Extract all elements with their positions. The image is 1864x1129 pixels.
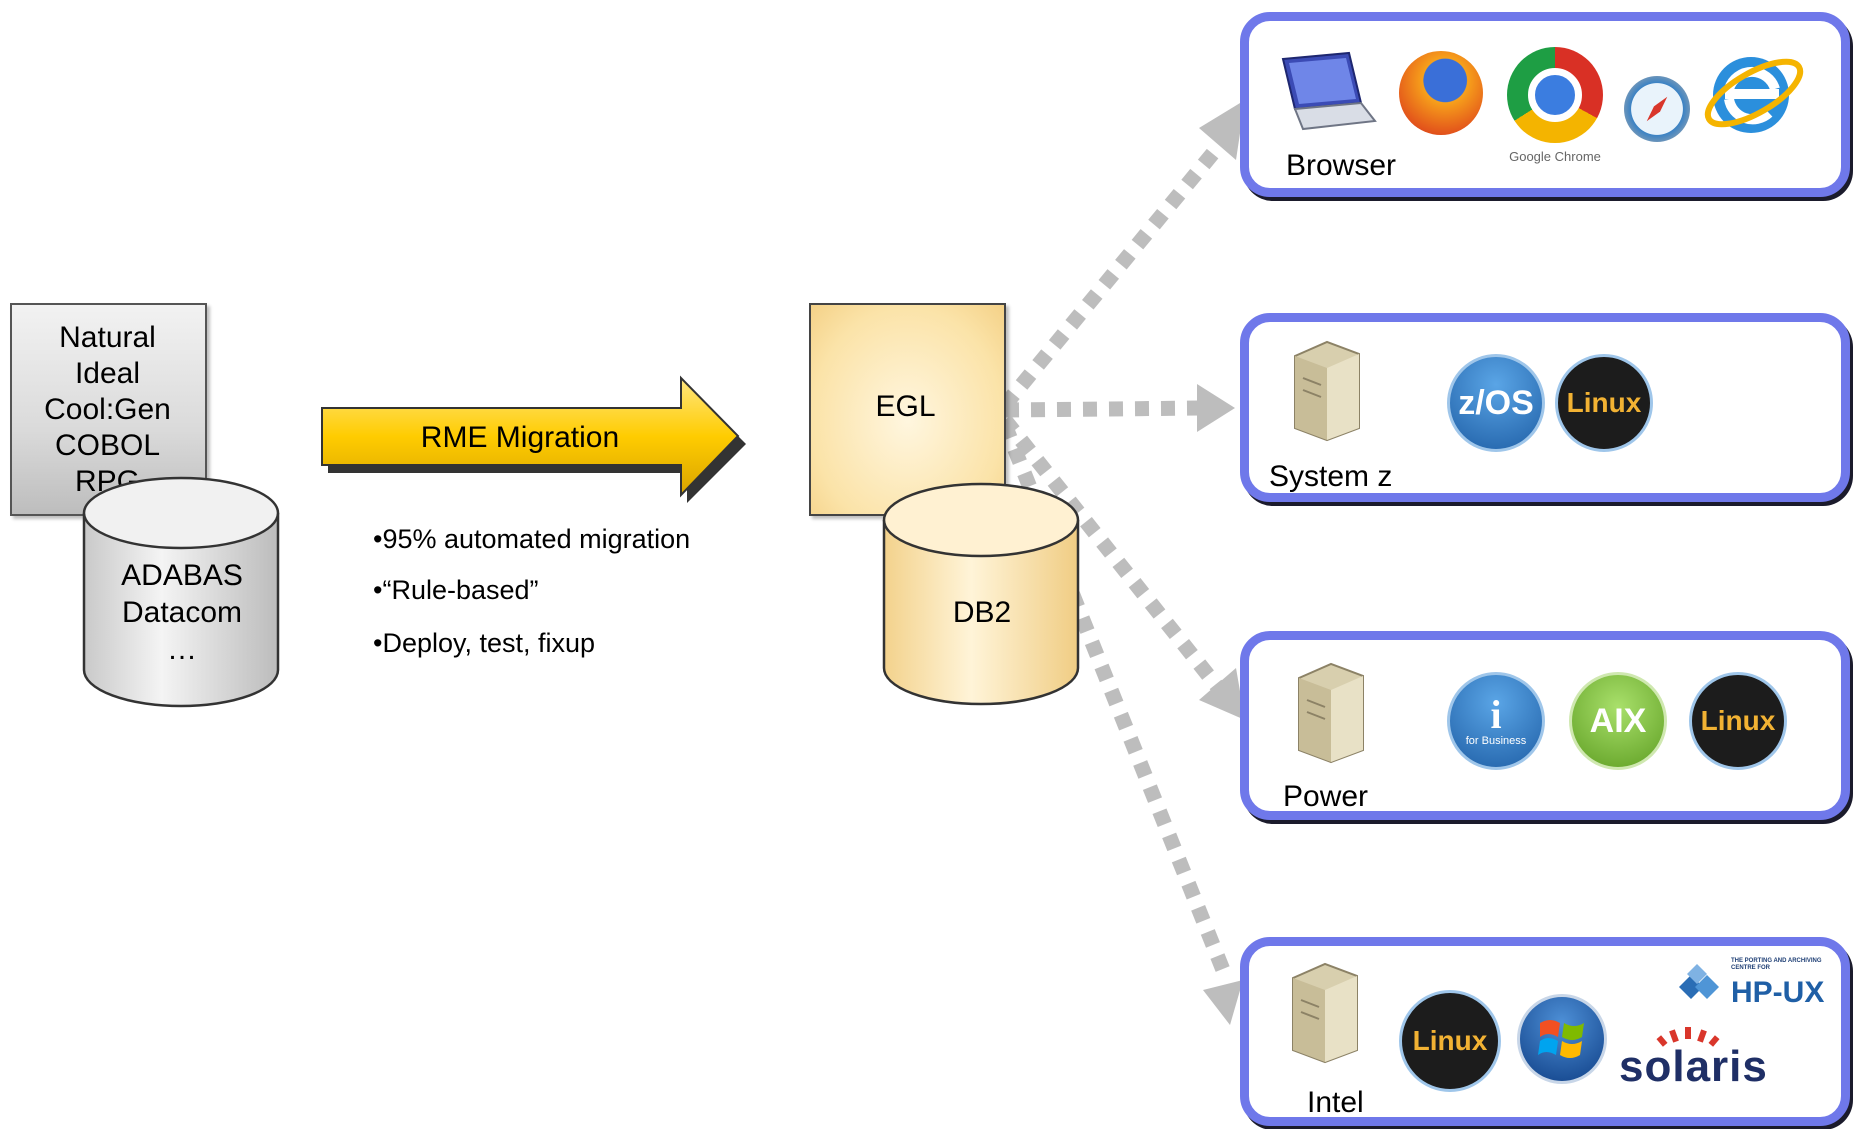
connector-power-head <box>1199 668 1245 720</box>
connector-power <box>999 415 1226 695</box>
connector-system-z <box>1004 400 1206 418</box>
server-icon <box>1292 962 1358 1064</box>
migration-arrow <box>321 375 746 503</box>
language-coolgen: Cool:Gen <box>44 393 171 426</box>
windows-icon <box>1517 994 1607 1084</box>
language-natural: Natural <box>59 321 156 354</box>
egl-label: EGL <box>875 390 936 423</box>
connector-intel-head <box>1203 980 1243 1025</box>
aix-icon: AIX <box>1569 672 1667 770</box>
ibm-i-caption: for Business <box>1465 735 1527 747</box>
platform-panel-intel: Linux THE PORTING AND ARCHIVING CENTRE F… <box>1240 937 1850 1126</box>
solaris-text: solaris <box>1619 1042 1768 1091</box>
legacy-database-cylinder <box>82 476 280 708</box>
chrome-caption: Google Chrome <box>1509 149 1601 164</box>
db2-label: DB2 <box>952 596 1012 629</box>
hp-ux-icon: THE PORTING AND ARCHIVING CENTRE FOR HP-… <box>1669 958 1839 1018</box>
connector-browser <box>999 130 1234 410</box>
zos-icon: z/OS <box>1447 354 1545 452</box>
chrome-icon <box>1507 47 1603 143</box>
linux-icon: Linux <box>1399 990 1501 1092</box>
database-adabas: ADABAS <box>121 559 243 592</box>
platform-label-power: Power <box>1283 780 1369 813</box>
solaris-icon: solaris <box>1619 1024 1767 1094</box>
hp-ux-text: HP-UX <box>1731 976 1825 1009</box>
firefox-icon <box>1399 51 1483 135</box>
aix-text: AIX <box>1589 701 1647 740</box>
migration-bullet-deploy: •Deploy, test, fixup <box>373 628 596 658</box>
linux-text: Linux <box>1412 1025 1488 1056</box>
linux-text: Linux <box>1566 387 1642 418</box>
platform-panel-system-z: z/OS Linux System z <box>1240 313 1850 502</box>
db2-cylinder <box>882 482 1080 706</box>
legacy-database-list: ADABAS Datacom … <box>82 557 282 668</box>
platform-label-system-z: System z <box>1269 460 1393 493</box>
platform-panel-browser: Google Chrome Browser <box>1240 12 1850 197</box>
server-icon <box>1294 340 1360 442</box>
database-datacom: Datacom <box>121 596 243 629</box>
linux-text: Linux <box>1700 705 1776 736</box>
connector-system-z-head <box>1197 384 1235 432</box>
platform-panel-power: i for Business AIX Linux Power <box>1240 631 1850 820</box>
platform-label-browser: Browser <box>1286 149 1397 182</box>
ibm-i-icon: i for Business <box>1447 672 1545 770</box>
language-cobol: COBOL <box>54 429 161 462</box>
zos-text: z/OS <box>1458 383 1534 422</box>
language-ideal: Ideal <box>74 357 141 390</box>
server-icon <box>1298 662 1364 764</box>
connector-browser-head <box>1199 100 1245 160</box>
egl-box <box>809 303 1006 516</box>
migration-bullet-rule-based: •“Rule-based” <box>373 575 539 605</box>
database-more: … <box>167 633 197 666</box>
platform-label-intel: Intel <box>1307 1086 1364 1119</box>
internet-explorer-icon <box>1704 57 1804 133</box>
linux-icon: Linux <box>1689 672 1787 770</box>
safari-icon <box>1624 76 1690 142</box>
legacy-language-list: Natural Ideal Cool:Gen COBOL RPG <box>10 320 205 500</box>
migration-bullet-automated: •95% automated migration <box>373 524 691 554</box>
connector-intel <box>998 422 1232 978</box>
laptop-icon <box>1281 51 1377 131</box>
hp-ux-caption: THE PORTING AND ARCHIVING CENTRE FOR <box>1731 958 1822 971</box>
linux-icon: Linux <box>1555 354 1653 452</box>
migration-label: RME Migration <box>420 421 620 454</box>
